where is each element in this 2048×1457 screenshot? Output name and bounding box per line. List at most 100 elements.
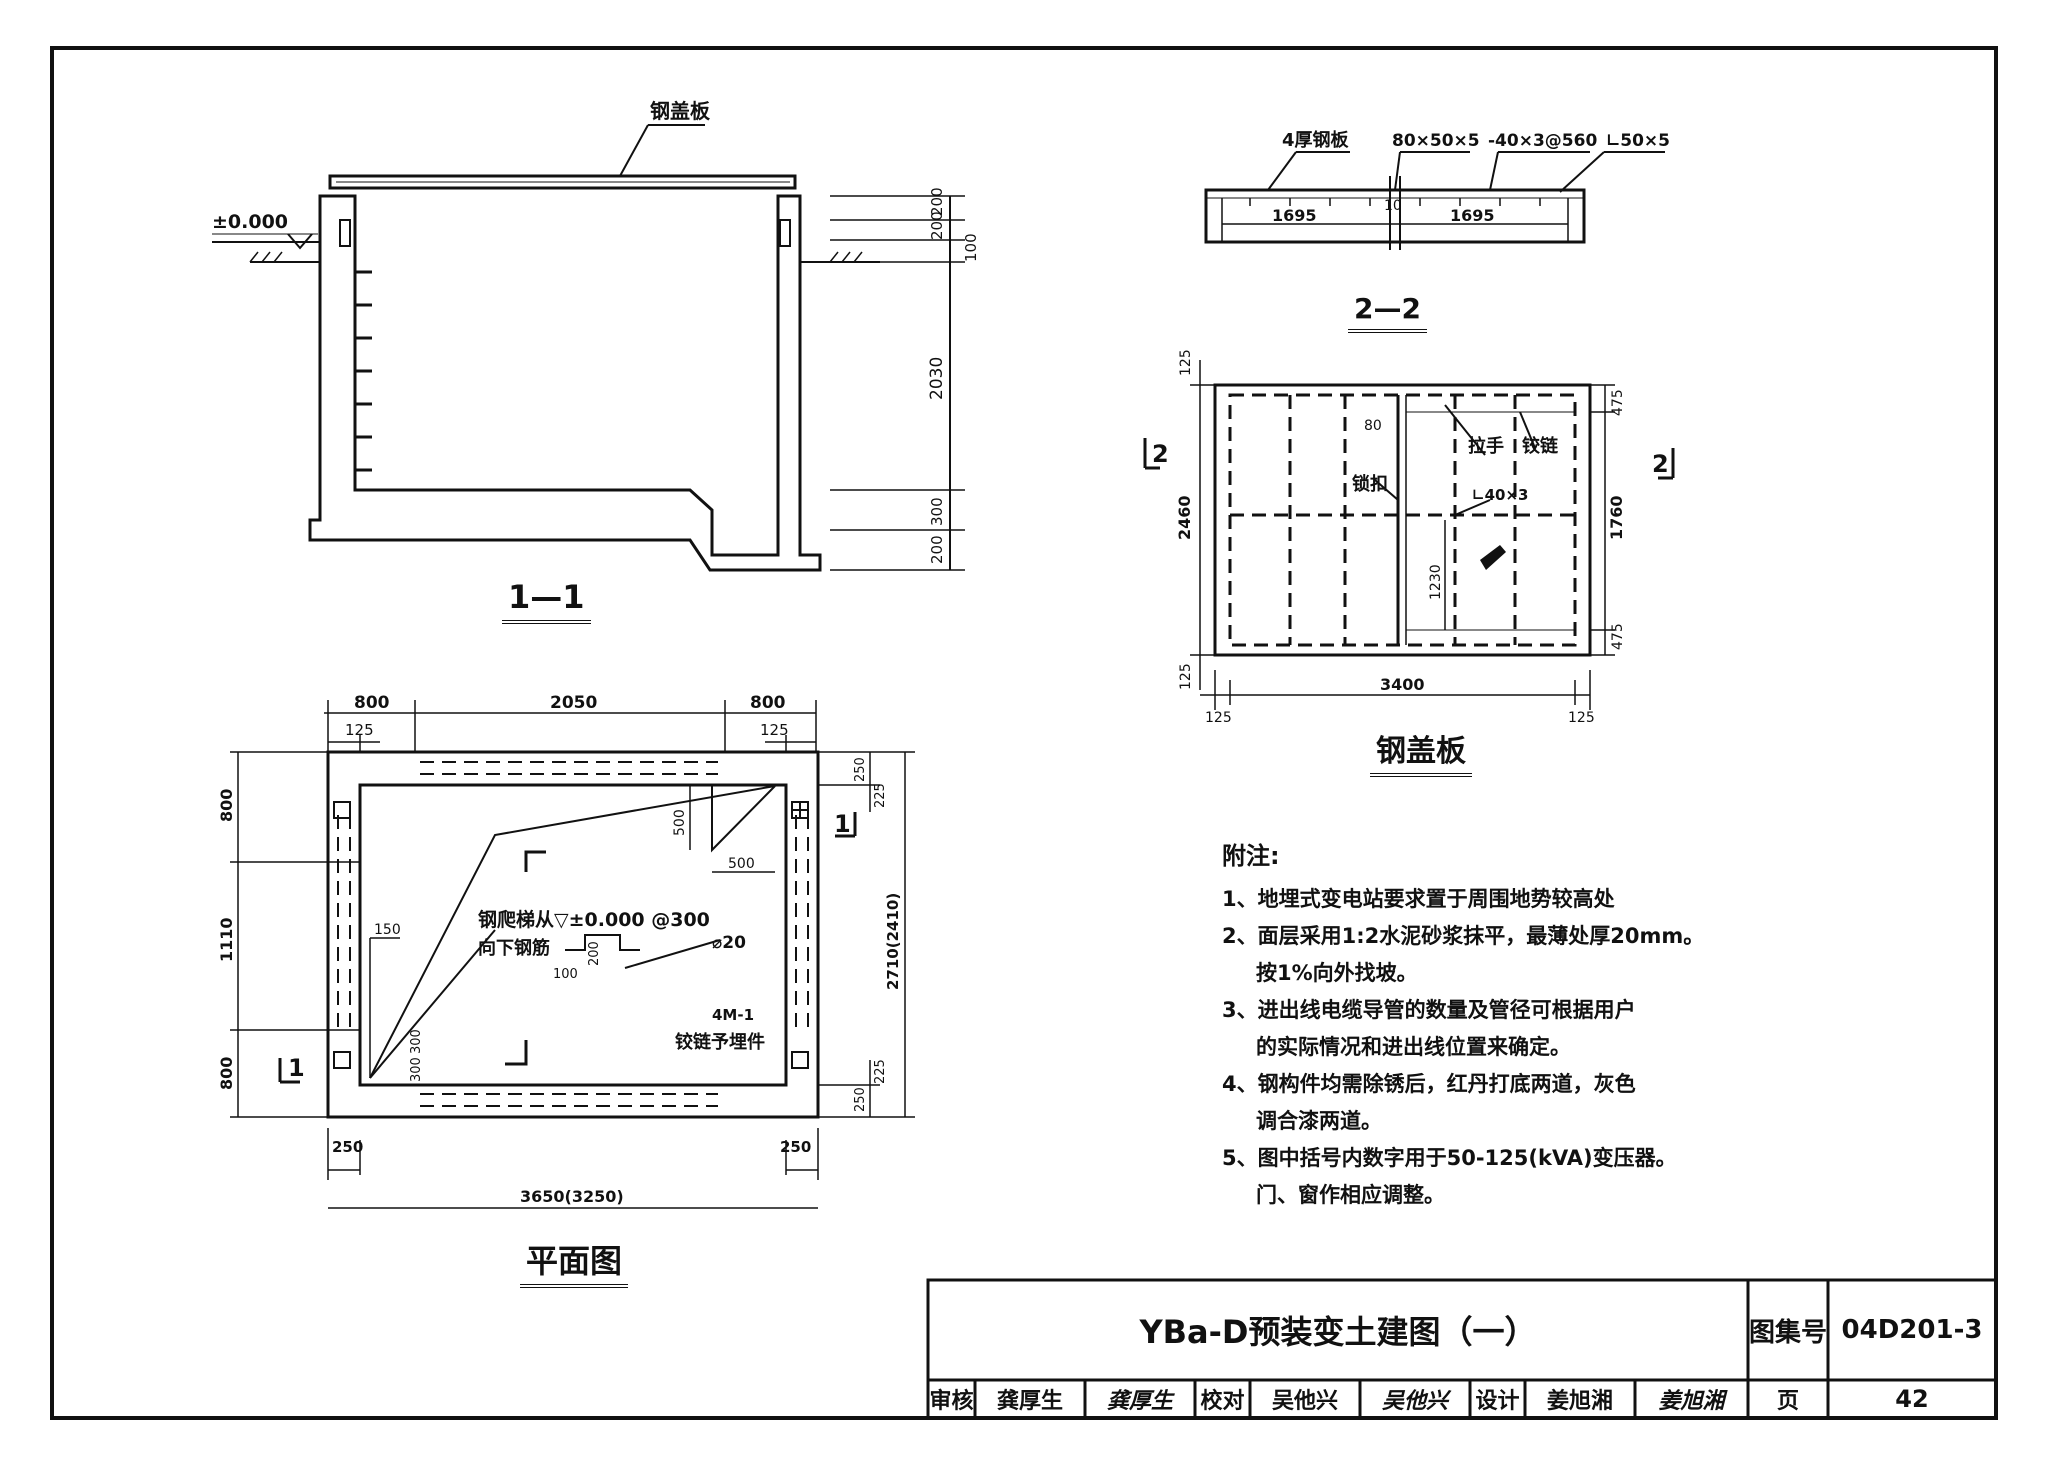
plan-dim-500-horizontal: 500	[728, 856, 755, 872]
plan-ladder-note-2: 向下钢筋	[478, 937, 550, 959]
plan-dim-300a: 300	[409, 1029, 424, 1054]
review-signature: 龚厚生	[1106, 1388, 1173, 1414]
plan-dim-left-800a: 800	[217, 789, 236, 822]
section-1-1-dim-2030: 2030	[927, 357, 947, 400]
note-2-cont: 按1%向外找坡。	[1256, 961, 1418, 985]
section-2-2-title-text: 2—2	[1348, 292, 1427, 333]
cover-plan-title-text: 钢盖板	[1370, 734, 1472, 777]
cover-plan-label-handle: 拉手	[1468, 435, 1504, 457]
note-5: 5、图中括号内数字用于50-125(kVA)变压器。	[1222, 1146, 1677, 1170]
plan-dim-200: 200	[587, 941, 602, 966]
cover-plan-dim-475-bot: 475	[1610, 623, 1626, 650]
atlas-number: 04D201-3	[1841, 1315, 1983, 1345]
section-2-2-plate-label: 4厚钢板	[1282, 129, 1350, 151]
plan-dim-top-800b: 800	[750, 693, 786, 713]
cover-plan-label-hinge: 铰链	[1522, 435, 1559, 457]
note-1: 1、地埋式变电站要求置于周围地势较高处	[1222, 887, 1615, 911]
plan-bottom-250-left: 250	[332, 1138, 363, 1156]
cover-plan-label-lock: 锁扣	[1352, 473, 1388, 495]
cover-plan-section-mark-left: 2	[1152, 440, 1169, 468]
plan-embed-1: 4M-1	[712, 1006, 754, 1024]
design-name: 姜旭湘	[1546, 1389, 1613, 1414]
cover-plan-dim-3400: 3400	[1380, 675, 1425, 694]
notes-title: 附注:	[1222, 842, 1280, 870]
cover-plan-drawing	[1143, 360, 1675, 710]
plan-dim-left-1110: 1110	[217, 917, 236, 962]
design-signature: 姜旭湘	[1658, 1388, 1725, 1414]
cover-plan-dim-1760: 1760	[1607, 495, 1626, 540]
cover-plan-dim-125-right: 125	[1568, 710, 1595, 726]
plan-dim-right-225-top: 225	[873, 783, 888, 808]
section-1-1-dim-200b: 200	[928, 211, 946, 240]
page-label: 页	[1776, 1389, 1799, 1414]
cover-plan-title: 钢盖板	[1370, 726, 1472, 777]
plan-dim-right-250-bot: 250	[853, 1087, 868, 1112]
section-2-2-title: 2—2	[1348, 292, 1427, 333]
cover-plan-dim-475-top: 475	[1610, 389, 1626, 416]
plan-dim-right-total: 2710(2410)	[884, 893, 902, 990]
note-4: 4、钢构件均需除锈后，红丹打底两道，灰色	[1222, 1072, 1636, 1096]
cover-plan-dim-125-left: 125	[1205, 710, 1232, 726]
section-2-2-angle1-label: 80×50×5	[1392, 131, 1480, 151]
plan-dim-150: 150	[374, 922, 401, 938]
plan-dim-left-800b: 800	[217, 1057, 236, 1090]
plan-title: 平面图	[520, 1236, 629, 1288]
plan-edge-125-right: 125	[760, 721, 789, 739]
plan-ladder-note-1: 钢爬梯从▽±0.000 @300	[478, 908, 710, 931]
section-1-1-dim-300: 300	[928, 497, 946, 526]
cover-plan-dim-125-bot: 125	[1178, 663, 1194, 690]
plan-bottom-total: 3650(3250)	[520, 1187, 624, 1206]
plan-dim-top-2050: 2050	[550, 693, 597, 713]
atlas-label: 图集号	[1748, 1317, 1827, 1348]
note-4-cont: 调合漆两道。	[1256, 1109, 1382, 1133]
section-1-1-drawing	[212, 124, 965, 572]
plan-embed-2: 铰链予埋件	[675, 1031, 765, 1053]
section-1-1-dim-200a: 200	[928, 187, 946, 216]
sheet-title: YBa-D预装变土建图（一）	[1139, 1313, 1537, 1351]
check-label: 校对	[1200, 1389, 1245, 1414]
plan-dim-right-250-top: 250	[853, 757, 868, 782]
section-1-1-title: 1—1	[502, 578, 591, 624]
section-1-1-title-text: 1—1	[502, 578, 591, 624]
plan-section-mark-left: 1	[288, 1054, 305, 1082]
title-block	[926, 1278, 1998, 1420]
note-3: 3、进出线电缆导管的数量及管径可根据用户	[1222, 998, 1636, 1022]
plan-dim-500-vertical: 500	[672, 809, 688, 836]
cover-plan-label-angle: ∟40×3	[1472, 486, 1528, 504]
section-2-2-flat-label: -40×3@560	[1488, 131, 1597, 151]
review-name: 龚厚生	[996, 1389, 1063, 1414]
section-1-1-dim-200c: 200	[928, 535, 946, 564]
section-1-1-dim-100: 100	[962, 233, 980, 262]
plan-bottom-250-right: 250	[780, 1138, 811, 1156]
cover-plan-dim-2460: 2460	[1175, 495, 1194, 540]
section-2-2-angle2-label: ∟50×5	[1606, 131, 1670, 151]
check-name: 吴他兴	[1271, 1389, 1338, 1414]
section-1-1-level: ±0.000	[212, 211, 288, 233]
plan-title-text: 平面图	[520, 1242, 629, 1288]
section-1-1-cover-label: 钢盖板	[650, 99, 711, 123]
plan-dim-100: 100	[553, 967, 578, 982]
note-3-cont: 的实际情况和进出线位置来确定。	[1256, 1035, 1571, 1059]
plan-rebar: ⌀20	[712, 933, 746, 953]
section-2-2-drawing	[1204, 151, 1665, 250]
note-5-cont: 门、窗作相应调整。	[1256, 1183, 1445, 1207]
plan-drawing	[230, 700, 915, 1209]
page-number: 42	[1895, 1385, 1929, 1413]
cover-plan-dim-125-top: 125	[1178, 349, 1194, 376]
cover-plan-section-mark-right: 2	[1652, 450, 1669, 478]
plan-dim-300b: 300	[409, 1057, 424, 1082]
note-2: 2、面层采用1:2水泥砂浆抹平，最薄处厚20mm。	[1222, 924, 1705, 948]
notes-block: 附注: 1、地埋式变电站要求置于周围地势较高处 2、面层采用1:2水泥砂浆抹平，…	[1222, 836, 1742, 1214]
design-label: 设计	[1475, 1389, 1520, 1414]
plan-edge-125-left: 125	[345, 721, 374, 739]
section-2-2-dim-left: 1695	[1272, 206, 1317, 225]
cover-plan-dim-1230: 1230	[1428, 564, 1444, 600]
section-2-2-dim-mid: 10	[1384, 198, 1402, 214]
check-signature: 吴他兴	[1381, 1388, 1448, 1414]
plan-dim-top-800a: 800	[354, 693, 390, 713]
review-label: 审核	[929, 1389, 974, 1414]
plan-section-mark-right: 1	[834, 810, 851, 838]
section-2-2-dim-right: 1695	[1450, 206, 1495, 225]
cover-plan-dim-80: 80	[1364, 418, 1382, 434]
